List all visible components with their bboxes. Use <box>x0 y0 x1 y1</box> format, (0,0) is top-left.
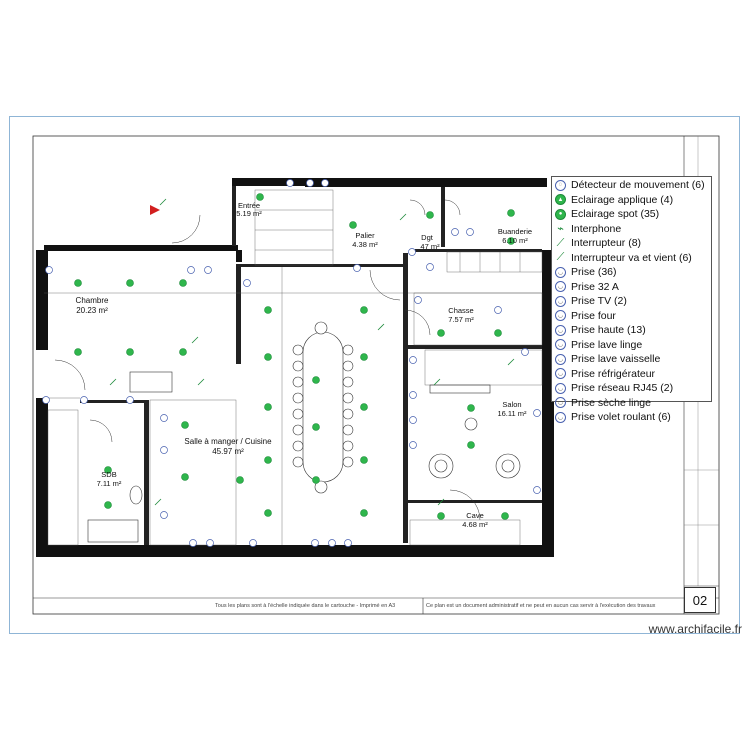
dishwasher-outlet-icon: ◡ <box>555 353 566 365</box>
legend-label: Prise sèche linge <box>571 396 651 409</box>
entrance-arrow <box>150 205 160 215</box>
legend-item: ● Eclairage spot (35) <box>555 207 708 222</box>
legend-item: ⟋ Interrupteur va et vient (6) <box>555 251 708 266</box>
legend-item: ◡ Prise sèche linge <box>555 396 708 411</box>
high-outlet-icon: ◡ <box>555 324 566 336</box>
exterior-walls <box>36 178 554 557</box>
outlet-icon: ◡ <box>555 266 566 278</box>
legend-label: Prise réseau RJ45 (2) <box>571 382 674 395</box>
room-area: 47 m² <box>420 242 440 251</box>
legend-label: Détecteur de mouvement (6) <box>571 179 705 192</box>
salon-furniture <box>428 384 521 479</box>
fridge-outlet-icon: ◡ <box>555 368 566 380</box>
room-name: Dgt <box>421 233 434 242</box>
light-fixtures <box>74 193 515 520</box>
legend-label: Prise (36) <box>571 266 617 279</box>
dining-chairs <box>292 321 354 494</box>
oven-outlet-icon: ◡ <box>555 310 566 322</box>
room-area: 45.97 m² <box>212 447 244 456</box>
room-name: Palier <box>355 231 375 240</box>
legend-label: Prise lave vaisselle <box>571 353 661 366</box>
room-name: SDB <box>101 470 116 479</box>
legend-label: Eclairage spot (35) <box>571 208 660 221</box>
legend-label: Prise haute (13) <box>571 324 646 337</box>
sheet-number: 02 <box>684 587 716 613</box>
outlet-symbols <box>42 179 541 547</box>
room-area: 4.68 m² <box>462 520 488 529</box>
detail-lines <box>42 189 543 546</box>
room-area: 4.38 m² <box>352 240 378 249</box>
legend-item: ◡ Prise four <box>555 309 708 324</box>
legend-item: ◡ Prise lave vaisselle <box>555 352 708 367</box>
room-area: 16.11 m² <box>497 409 527 418</box>
footer-left-note: Tous les plans sont à l'échelle indiquée… <box>215 603 396 609</box>
room-name: Cave <box>466 511 484 520</box>
legend-item: ◡ Prise TV (2) <box>555 294 708 309</box>
legend-label: Prise lave linge <box>571 338 643 351</box>
legend-label: Interrupteur (8) <box>571 237 642 250</box>
legend-item: ◡ Prise volet roulant (6) <box>555 410 708 425</box>
legend-label: Prise volet roulant (6) <box>571 411 671 424</box>
legend-item: ◡ Prise réfrigérateur <box>555 367 708 382</box>
shutter-outlet-icon: ◡ <box>555 411 566 423</box>
dryer-outlet-icon: ◡ <box>555 397 566 409</box>
intercom-icon: ⌁ <box>557 223 564 236</box>
symbol-legend: ◌ Détecteur de mouvement (6) ▲ Eclairage a… <box>551 176 712 423</box>
switch-icon: ⟋ <box>556 236 565 249</box>
door-swings <box>54 199 481 521</box>
legend-item: ◌ Détecteur de mouvement (6) <box>555 178 708 193</box>
footer-right-note: Ce plan est un document administratif et… <box>426 603 656 609</box>
legend-label: Prise réfrigérateur <box>571 367 656 380</box>
legend-item: ▲ Eclairage applique (4) <box>555 193 708 208</box>
legend-item: ◡ Prise haute (13) <box>555 323 708 338</box>
legend-item: ⟋ Interrupteur (8) <box>555 236 708 251</box>
room-name: Chambre <box>76 296 109 305</box>
wall-light-icon: ▲ <box>555 194 566 206</box>
legend-item: ◡ Prise lave linge <box>555 338 708 353</box>
legend-label: Interphone <box>571 222 622 235</box>
legend-label: Interrupteur va et vient (6) <box>571 251 692 264</box>
washer-outlet-icon: ◡ <box>555 339 566 351</box>
room-name: Salle à manger / Cuisine <box>184 437 272 446</box>
watermark[interactable]: www.archifacile.fr <box>648 622 742 636</box>
room-name: Salon <box>502 400 521 409</box>
legend-label: Prise 32 A <box>571 280 619 293</box>
legend-label: Prise TV (2) <box>571 295 627 308</box>
dining-table <box>302 331 344 483</box>
legend-item: ◡ Prise réseau RJ45 (2) <box>555 381 708 396</box>
spot-light-icon: ● <box>555 208 566 220</box>
bathroom-fixtures <box>87 371 173 543</box>
legend-label: Prise four <box>571 309 616 322</box>
room-area: 6.10 m² <box>502 236 528 245</box>
legend-label: Eclairage applique (4) <box>571 193 674 206</box>
room-area: 7.11 m² <box>97 479 122 488</box>
tv-outlet-icon: ◡ <box>555 295 566 307</box>
legend-item: ⌁ Interphone <box>555 222 708 237</box>
room-area: 7.57 m² <box>448 315 474 324</box>
two-way-switch-icon: ⟋ <box>556 251 565 264</box>
interior-walls <box>80 186 542 545</box>
room-name: Entrée <box>238 201 260 210</box>
rj45-outlet-icon: ◡ <box>555 382 566 394</box>
outlet-32a-icon: ◡ <box>555 281 566 293</box>
motion-detector-icon: ◌ <box>555 179 566 191</box>
room-labels: Entrée 5.19 m² Palier 4.38 m² Dgt 47 m² … <box>76 201 533 529</box>
room-area: 5.19 m² <box>236 209 262 218</box>
legend-item: ◡ Prise 32 A <box>555 280 708 295</box>
switch-symbols <box>109 198 515 506</box>
drawing-border <box>32 135 720 615</box>
room-area: 20.23 m² <box>76 306 108 315</box>
room-name: Buanderie <box>498 227 532 236</box>
room-name: Chasse <box>448 306 473 315</box>
legend-item: ◡ Prise (36) <box>555 265 708 280</box>
